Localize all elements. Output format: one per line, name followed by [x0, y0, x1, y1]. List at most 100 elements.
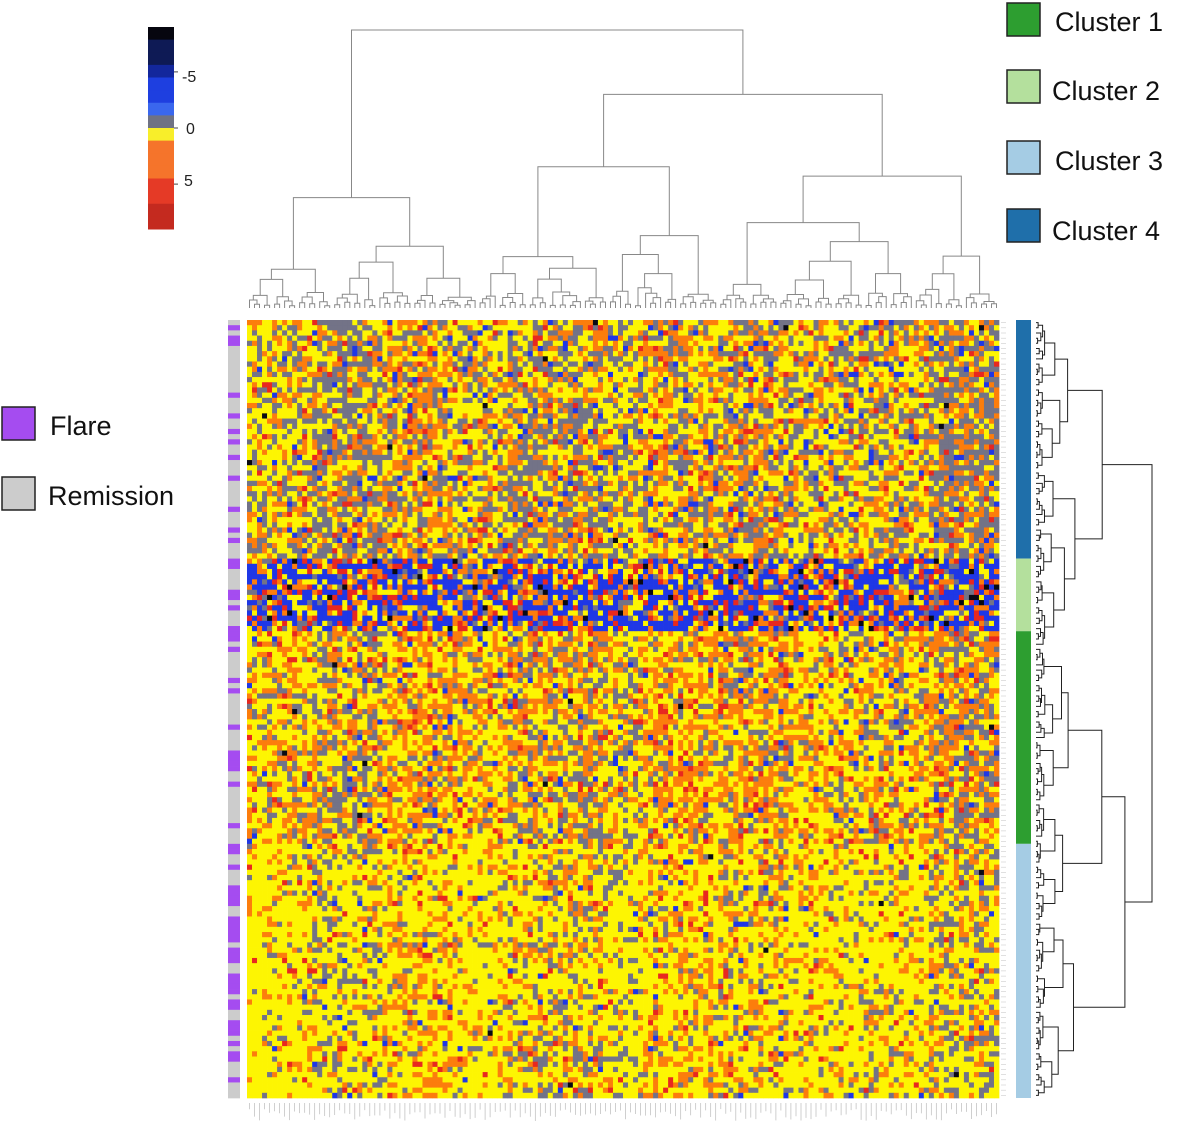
heatmap-cell: [257, 372, 262, 378]
heatmap-cell: [723, 330, 728, 336]
heatmap-cell: [909, 413, 914, 419]
heatmap-cell: [603, 439, 608, 445]
heatmap-cell: [613, 387, 618, 393]
heatmap-cell: [753, 450, 758, 456]
heatmap-cell: [252, 408, 257, 414]
heatmap-cell: [964, 398, 969, 404]
heatmap-cell: [292, 387, 297, 393]
heatmap-cell: [397, 367, 402, 373]
heatmap-cell: [924, 377, 929, 383]
heatmap-cell: [663, 325, 668, 331]
heatmap-cell: [292, 398, 297, 404]
heatmap-cell: [252, 450, 257, 456]
heatmap-cell: [808, 393, 813, 399]
heatmap-cell: [588, 372, 593, 378]
heatmap-cell: [803, 351, 808, 357]
heatmap-cell: [513, 341, 518, 347]
heatmap-cell: [453, 341, 458, 347]
heatmap-cell: [748, 450, 753, 456]
heatmap-cell: [628, 413, 633, 419]
heatmap-cell: [819, 403, 824, 409]
heatmap-cell: [678, 336, 683, 342]
heatmap-cell: [282, 429, 287, 435]
heatmap-cell: [568, 325, 573, 331]
dendrogram-branch: [638, 288, 651, 306]
heatmap-cell: [994, 439, 999, 445]
heatmap-cell: [327, 346, 332, 352]
heatmap-cell: [538, 336, 543, 342]
heatmap-cell: [277, 403, 282, 409]
heatmap-cell: [728, 377, 733, 383]
heatmap-cell: [533, 413, 538, 419]
heatmap-cell: [563, 476, 568, 482]
dendrogram-branch: [352, 30, 743, 198]
heatmap-cell: [578, 403, 583, 409]
status-cell-remission: [228, 968, 240, 974]
heatmap-cell: [773, 470, 778, 476]
heatmap-cell: [307, 429, 312, 435]
status-cell-remission: [228, 994, 240, 1000]
heatmap-cell: [899, 403, 904, 409]
heatmap-cell: [443, 455, 448, 461]
heatmap-cell: [327, 413, 332, 419]
heatmap-cell: [984, 387, 989, 393]
heatmap-cell: [493, 361, 498, 367]
heatmap-cell: [728, 460, 733, 466]
heatmap-cell: [417, 403, 422, 409]
heatmap-cell: [553, 346, 558, 352]
heatmap-cell: [939, 351, 944, 357]
heatmap-cell: [277, 419, 282, 425]
heatmap-cell: [292, 439, 297, 445]
heatmap-cell: [688, 434, 693, 440]
heatmap-cell: [974, 320, 979, 326]
heatmap-cell: [267, 439, 272, 445]
heatmap-cell: [302, 465, 307, 471]
heatmap-cell: [272, 439, 277, 445]
heatmap-cell: [788, 398, 793, 404]
heatmap-cell: [327, 460, 332, 466]
heatmap-cell: [282, 444, 287, 450]
heatmap-cell: [703, 372, 708, 378]
heatmap-cell: [613, 408, 618, 414]
heatmap-cell: [688, 393, 693, 399]
heatmap-cell: [643, 470, 648, 476]
heatmap-cell: [668, 476, 673, 482]
heatmap-cell: [668, 341, 673, 347]
status-cell-remission: [228, 512, 240, 518]
heatmap-cell: [533, 336, 538, 342]
heatmap-cell: [778, 325, 783, 331]
heatmap-cell: [934, 460, 939, 466]
heatmap-cell: [488, 372, 493, 378]
heatmap-cell: [362, 424, 367, 430]
dendrogram-branch: [510, 303, 515, 309]
heatmap-cell: [292, 382, 297, 388]
heatmap-cell: [673, 419, 678, 425]
heatmap-cell: [468, 356, 473, 362]
heatmap-cell: [407, 419, 412, 425]
heatmap-cell: [753, 320, 758, 326]
color-scale-segment: [148, 115, 174, 128]
heatmap-cell: [969, 320, 974, 326]
heatmap-cell: [768, 336, 773, 342]
heatmap-cell: [849, 372, 854, 378]
heatmap-cell: [312, 351, 317, 357]
heatmap-cell: [282, 367, 287, 373]
heatmap-cell: [934, 330, 939, 336]
heatmap-cell: [448, 429, 453, 435]
heatmap-cell: [312, 320, 317, 326]
heatmap-cell: [453, 361, 458, 367]
heatmap-cell: [959, 382, 964, 388]
status-cell-remission: [228, 517, 240, 523]
heatmap-cell: [618, 455, 623, 461]
heatmap-cell: [257, 387, 262, 393]
heatmap-cell: [468, 372, 473, 378]
heatmap-cell: [367, 444, 372, 450]
heatmap-cell: [468, 393, 473, 399]
heatmap-cell: [262, 465, 267, 471]
heatmap-cell: [377, 361, 382, 367]
heatmap-cell: [458, 439, 463, 445]
dendrogram-branch: [636, 306, 641, 308]
heatmap-cell: [397, 455, 402, 461]
heatmap-cell: [427, 398, 432, 404]
heatmap-cell: [352, 330, 357, 336]
